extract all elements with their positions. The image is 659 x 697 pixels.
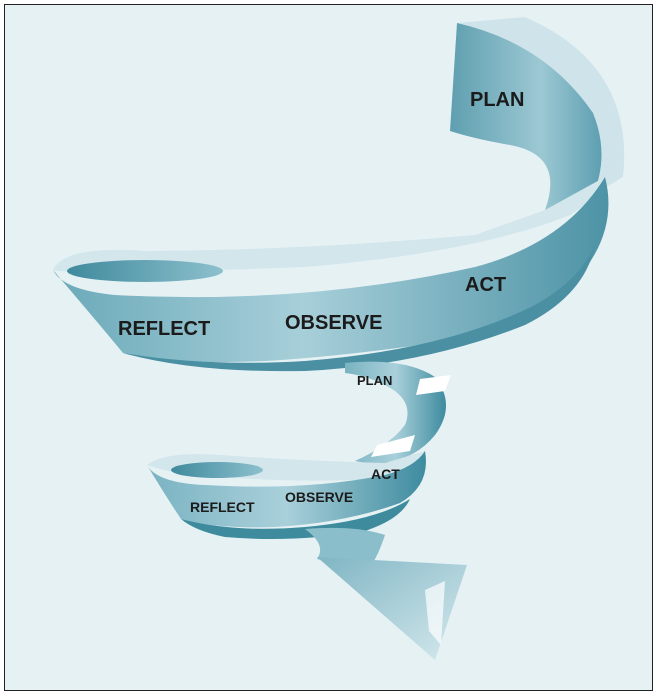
label-upper-observe: OBSERVE (285, 312, 382, 334)
label-lower-act: ACT (371, 466, 400, 482)
label-lower-plan: PLAN (357, 373, 392, 388)
upper-loop (53, 177, 609, 372)
label-lower-observe: OBSERVE (285, 489, 353, 505)
label-upper-act: ACT (465, 274, 506, 296)
diagram-frame: PLAN ACT OBSERVE REFLECT PLAN ACT OBSERV… (4, 4, 653, 691)
descending-ribbon (345, 361, 451, 465)
upper-plan-segment (450, 17, 625, 210)
spiral-diagram: PLAN ACT OBSERVE REFLECT PLAN ACT OBSERV… (53, 17, 625, 660)
label-lower-reflect: REFLECT (190, 499, 255, 515)
label-upper-reflect: REFLECT (118, 318, 210, 340)
arrow-head (305, 527, 467, 660)
label-upper-plan: PLAN (470, 89, 524, 111)
